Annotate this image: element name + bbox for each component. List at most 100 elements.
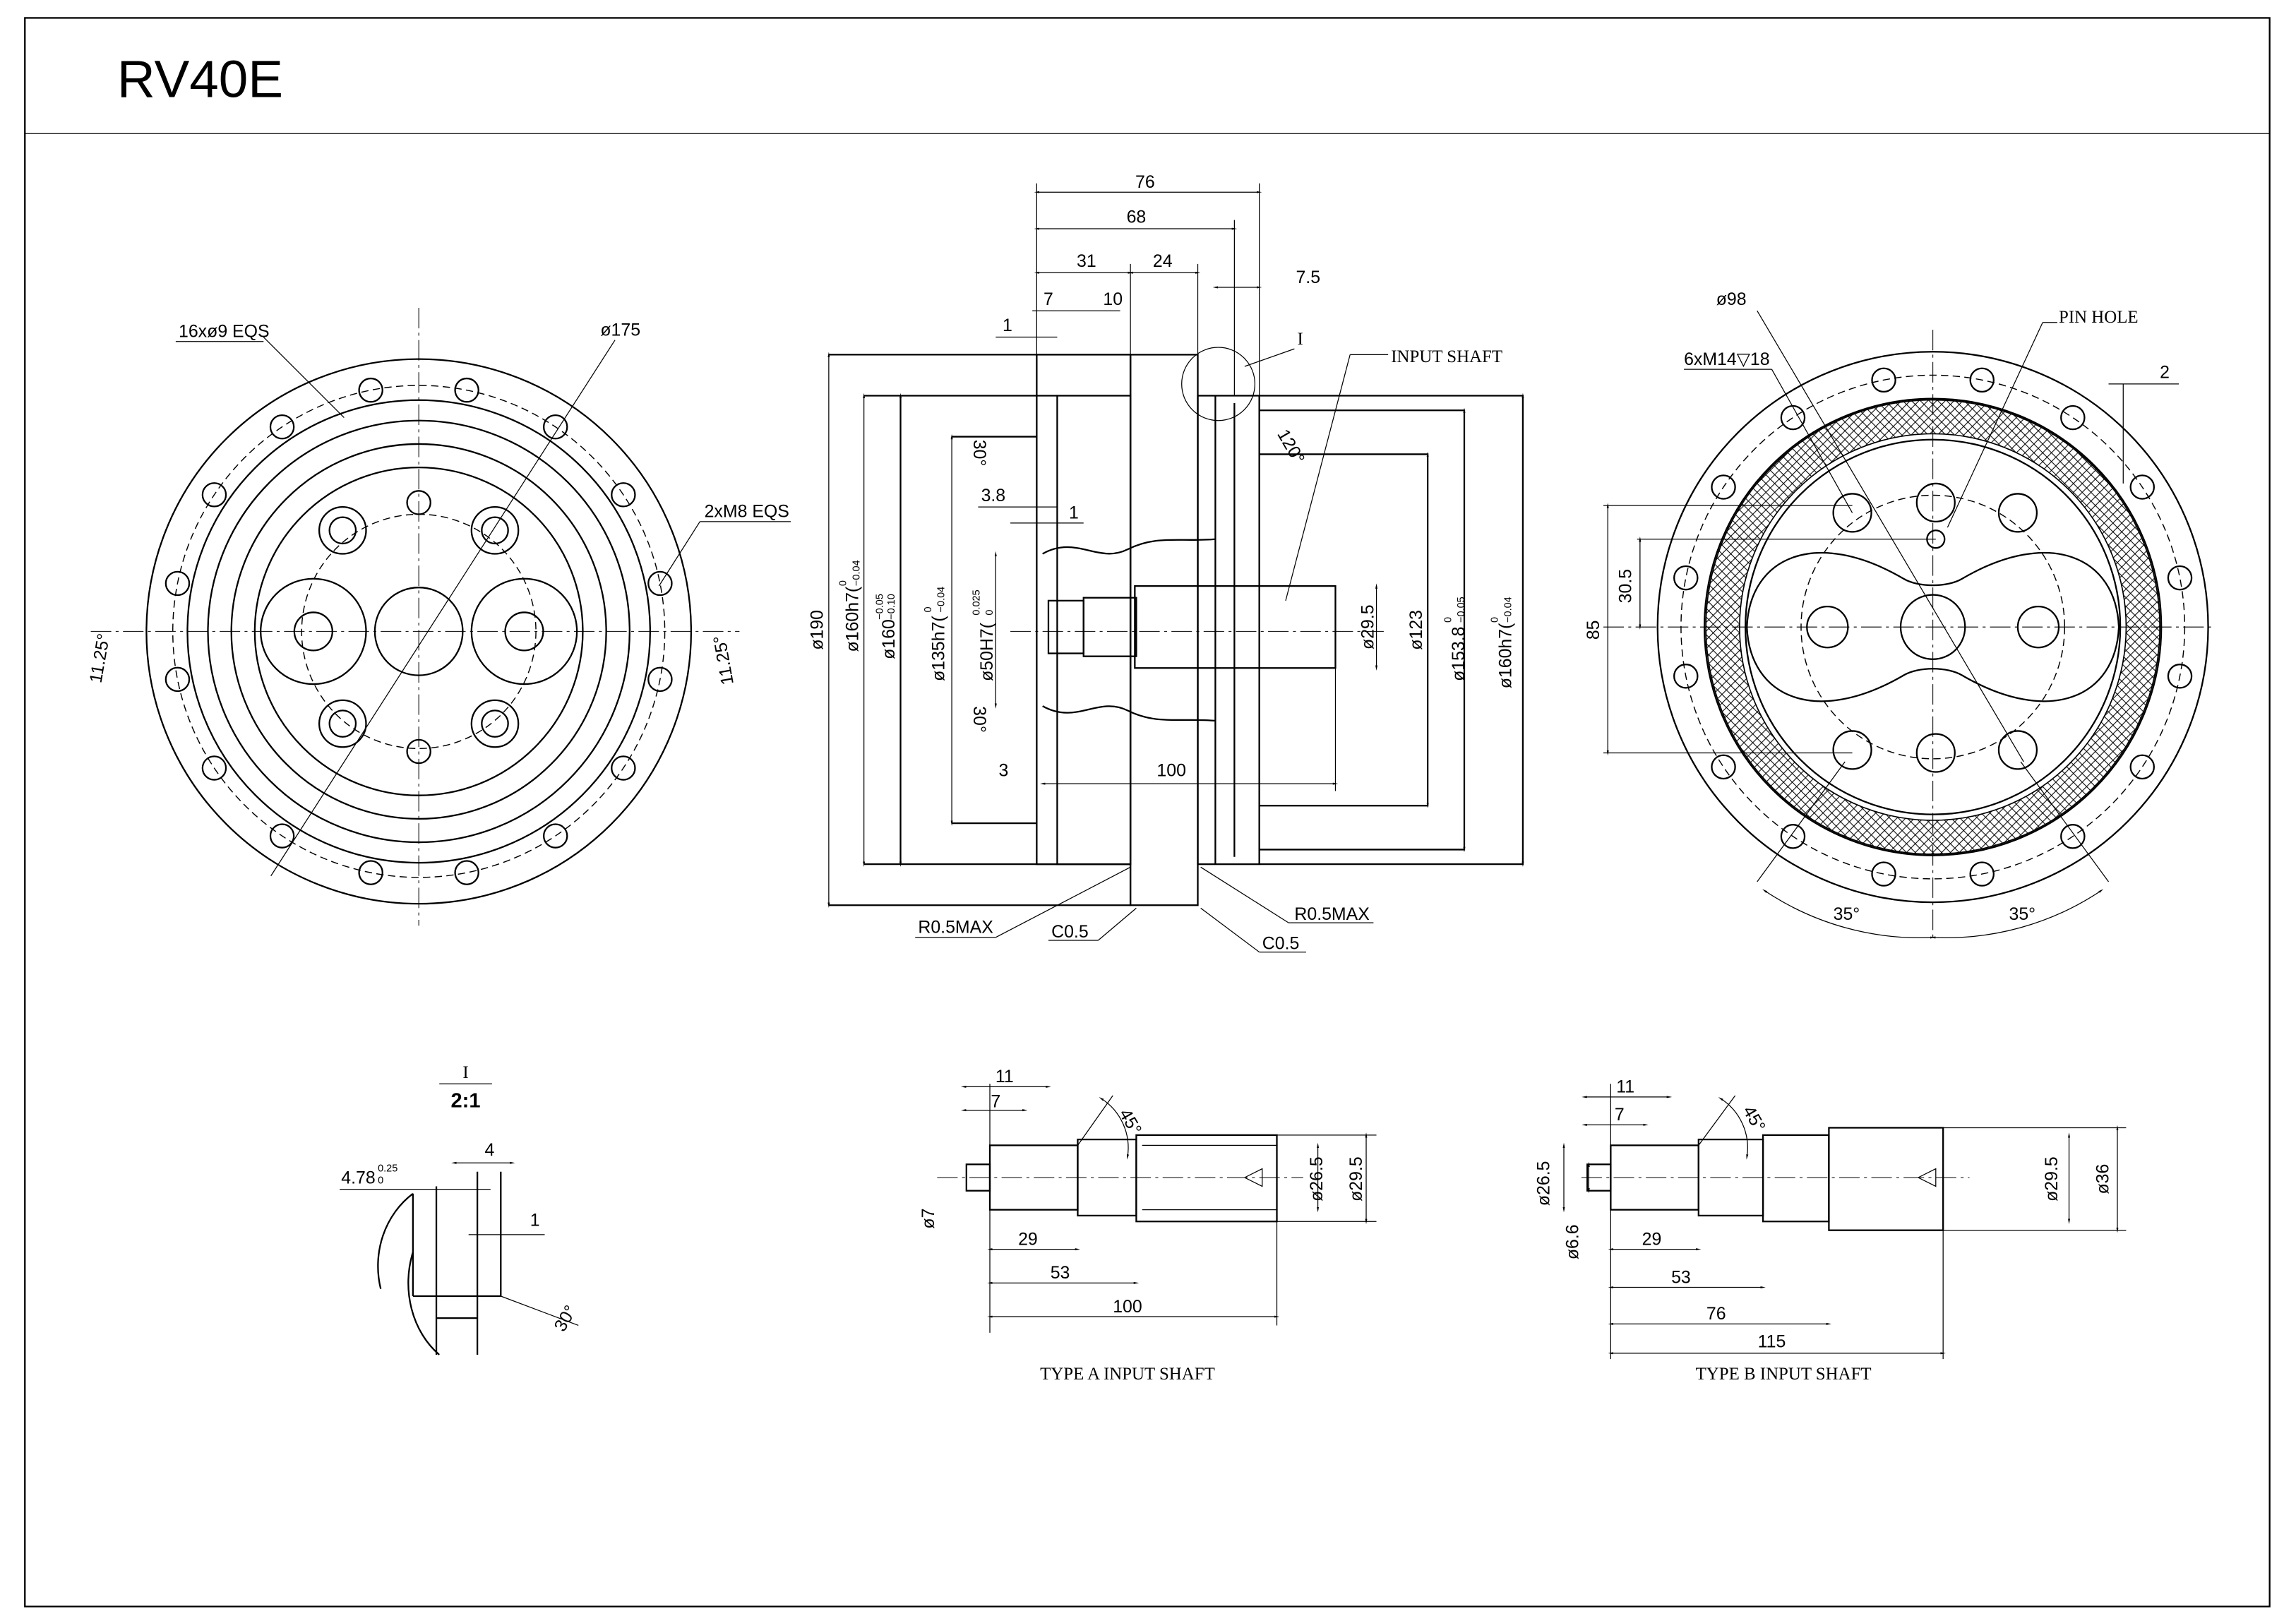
radius-left-label: R0.5MAX [918, 918, 993, 938]
a-dim-7: 7 [991, 1091, 1000, 1111]
dim-4: 4 [484, 1140, 494, 1160]
dim-d160h7-left-tol-lo: −0.04 [851, 560, 862, 586]
a-dim-11: 11 [995, 1067, 1014, 1086]
a-dia-26-5: ø26.5 [1307, 1156, 1327, 1202]
dim-d190: ø190 [808, 610, 827, 650]
dim-3-8: 3.8 [981, 486, 1006, 505]
dim-3: 3 [998, 761, 1008, 781]
a-dim-53: 53 [1051, 1263, 1070, 1283]
bolt-hole [1711, 754, 1736, 780]
bolt-hole [2060, 824, 2086, 849]
bolt-hole [1871, 367, 1896, 393]
angle-30: 30° [550, 1302, 580, 1335]
dim-7-5: 7.5 [1296, 268, 1320, 287]
angle-right-label: 11.25° [710, 634, 738, 686]
dim-1: 1 [1003, 316, 1012, 335]
dim-d50-tol-lo: 0 [984, 610, 995, 616]
dim-30-5: 30.5 [1615, 569, 1635, 603]
dim-100: 100 [1156, 761, 1186, 781]
bolt-hole [611, 482, 636, 508]
dim-d160: ø160 [879, 619, 899, 659]
dim-d160h7-right-tol-up: 0 [1490, 617, 1501, 623]
b-angle-45: 45° [1739, 1103, 1769, 1136]
bolt-hole [1969, 861, 1995, 887]
pin-hole-label: PIN HOLE [2059, 308, 2139, 327]
bolt-hole [1780, 824, 1806, 849]
bolt-hole [454, 377, 479, 403]
dim-68: 68 [1127, 208, 1147, 227]
b-dim-115: 115 [1758, 1332, 1786, 1352]
bolt-hole [1969, 367, 1995, 393]
tapped-holes-label: 6xM14▽18 [1684, 349, 1769, 369]
bolt-hole [269, 823, 295, 849]
tapped-holes-label: 2xM8 EQS [705, 502, 789, 522]
bolt-holes-label: 16xø9 EQS [179, 322, 270, 342]
section-view: 76 68 31 24 7.5 7 10 1 I INPUT SHAFT 120… [808, 172, 1524, 953]
dim-1: 1 [530, 1210, 540, 1230]
dim-24: 24 [1153, 251, 1173, 271]
dim-d160h7-left: ø160h7( [842, 586, 862, 652]
dim-d153-8-tol-up: 0 [1442, 617, 1454, 623]
angle-right: 35° [2009, 904, 2036, 924]
dim-d29-5: ø29.5 [1358, 604, 1377, 649]
type-b-shaft: 11 7 45° ø26.5 ø6.6 29 53 76 115 ø29.5 ø… [1533, 1077, 2127, 1384]
rear-view: ø98 6xM14▽18 PIN HOLE 2 85 30.5 35° 35° [1584, 289, 2211, 939]
type-a-shaft: 11 7 45° ø7 29 53 100 ø26.5 ø29.5 TYPE A… [919, 1067, 1377, 1384]
socket-bolts [318, 490, 520, 765]
bolt-hole [611, 755, 636, 781]
bolt-hole [269, 414, 295, 440]
a-angle-45: 45° [1115, 1106, 1145, 1139]
dim-2: 2 [2160, 363, 2170, 383]
vertical-dim-labels: ø190 ø160h7( 0 −0.04 ø160 −0.05 −0.10 ø1… [808, 560, 1516, 688]
bolt-hole [543, 823, 568, 849]
bolt-hole [1673, 565, 1699, 591]
type-b-caption: TYPE B INPUT SHAFT [1696, 1365, 1872, 1384]
dim-d50: ø50H7( [977, 622, 997, 681]
detail-marker: I [462, 1063, 468, 1082]
a-dim-29: 29 [1018, 1229, 1038, 1249]
bolt-hole [543, 414, 568, 440]
chamfer-left-label: C0.5 [1051, 922, 1089, 942]
bolt-hole [1673, 664, 1699, 689]
b-dia-36: ø36 [2093, 1164, 2113, 1194]
detail-marker-label: I [1298, 330, 1303, 349]
dim-7: 7 [1044, 289, 1053, 309]
dim-85: 85 [1584, 620, 1603, 640]
bolt-hole [2129, 754, 2155, 780]
b-dim-29: 29 [1642, 1229, 1662, 1249]
bolt-hole [201, 755, 227, 781]
b-dim-11: 11 [1616, 1077, 1634, 1097]
dim-d160-tol-up: −0.05 [875, 594, 886, 620]
dim-d135-tol-lo: −0.04 [936, 587, 947, 613]
bolt-hole [2129, 474, 2155, 500]
bolt-hole [358, 377, 383, 403]
sheet-border [24, 17, 2271, 1607]
dim-d135-tol-up: 0 [923, 606, 934, 612]
dim-76: 76 [1135, 172, 1155, 192]
dim-10: 10 [1103, 289, 1123, 309]
bolt-hole [1780, 405, 1806, 431]
angle-left-label: 11.25° [86, 632, 114, 684]
dim-d153-8: ø153.8 [1449, 626, 1469, 681]
bolt-circle-label: ø175 [600, 320, 640, 340]
b-dim-76: 76 [1706, 1304, 1726, 1324]
angle-left: 35° [1834, 904, 1860, 924]
bolt-hole-pattern [165, 377, 673, 885]
dim-d160-tol-lo: −0.10 [886, 594, 897, 620]
dim-31: 31 [1077, 251, 1096, 271]
bolt-hole [165, 666, 191, 693]
d98-label: ø98 [1716, 289, 1747, 309]
hatched-seal-ring [1705, 399, 2160, 855]
dim-d160h7-right: ø160h7( [1495, 623, 1515, 688]
bolt-hole [2167, 565, 2193, 591]
b-dim-53: 53 [1671, 1267, 1691, 1287]
front-view: 16xø9 EQS ø175 2xM8 EQS 11.25° 11.25° [86, 308, 791, 926]
bolt-hole [358, 860, 383, 885]
a-dim-100: 100 [1113, 1297, 1142, 1317]
a-dia-29-5: ø29.5 [1346, 1156, 1366, 1202]
b-dia-29-5: ø29.5 [2042, 1156, 2062, 1202]
dim-1-inner: 1 [1069, 503, 1079, 523]
crank-circles [260, 577, 578, 685]
input-shaft-label: INPUT SHAFT [1391, 347, 1502, 366]
